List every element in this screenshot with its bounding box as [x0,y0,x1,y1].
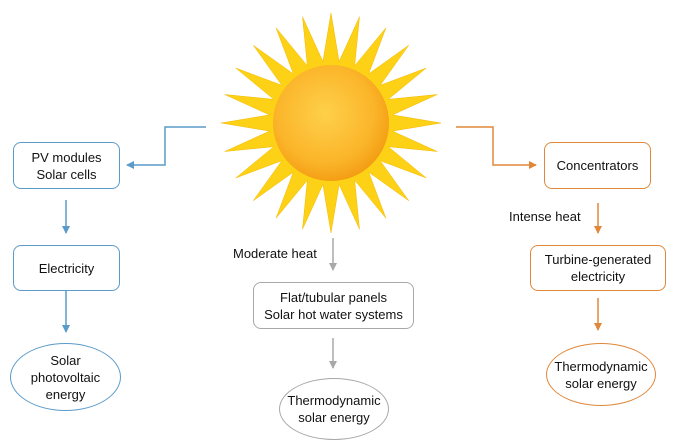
solar-photovoltaic-energy-ellipse: Solar photovoltaic energy [10,343,121,411]
turbine-line2: electricity [570,269,626,284]
center-energy-line1: Thermodynamic [287,393,381,408]
pv-energy-line1: Solar [50,352,81,368]
electricity-box: Electricity [13,245,120,291]
turbine-electricity-box: Turbine-generated electricity [530,245,666,291]
concentrators-box: Concentrators [544,142,651,189]
pv-modules-box: PV modules Solar cells [13,142,120,189]
sun-icon [220,12,442,234]
right-thermodynamic-energy-ellipse: Thermodynamic solar energy [546,343,656,406]
arrow-sun-to-pv [126,126,206,169]
flat-panels-box: Flat/tubular panels Solar hot water syst… [253,282,414,329]
center-energy-line2: solar energy [298,410,370,425]
right-energy-line2: solar energy [565,375,637,391]
pv-modules-line2: Solar cells [36,166,97,182]
moderate-heat-label: Moderate heat [233,246,317,261]
panels-line1: Flat/tubular panels [280,289,387,305]
right-energy-line1: Thermodynamic [554,358,648,374]
panels-line2: Solar hot water systems [264,306,403,322]
center-thermodynamic-energy-ellipse: Thermodynamic solar energy [279,378,389,440]
pv-modules-line1: PV modules [31,149,102,165]
arrow-sun-to-concentrators [456,126,537,169]
intense-heat-label: Intense heat [509,209,581,224]
pv-energy-line2: photovoltaic [30,369,101,385]
concentrators-label: Concentrators [556,158,639,173]
electricity-label: Electricity [38,260,95,276]
turbine-line1: Turbine-generated [544,252,652,267]
pv-energy-line3: energy [45,386,86,402]
